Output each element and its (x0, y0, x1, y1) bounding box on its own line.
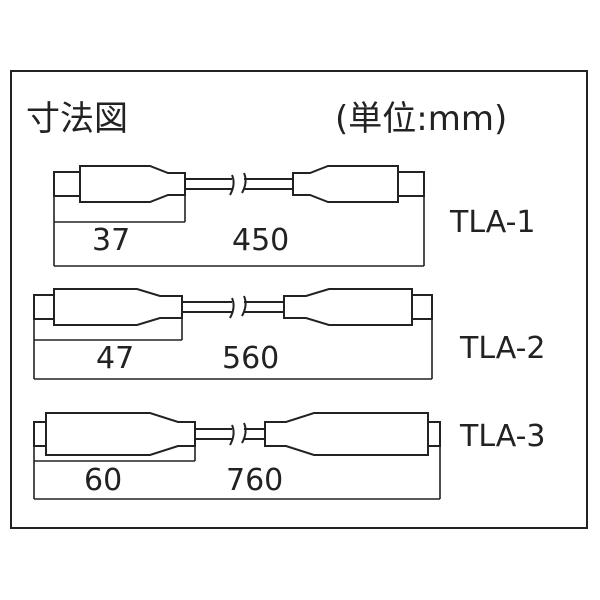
left-end-cap (33, 421, 47, 447)
break-mark (229, 295, 247, 319)
break-mark (229, 172, 247, 196)
cable-tla-1: 37 450 TLA-1 (53, 165, 536, 267)
connector-length-label: 60 (84, 463, 122, 498)
cable-tla-3: 60 760 TLA-3 (33, 412, 546, 500)
model-label: TLA-3 (459, 419, 546, 454)
right-end-cap (397, 171, 425, 197)
break-mark (229, 422, 247, 446)
connector-length-label: 37 (92, 223, 130, 258)
left-connector (53, 288, 183, 326)
drawing-frame (10, 70, 588, 529)
right-connector (283, 288, 413, 326)
model-label: TLA-2 (459, 331, 546, 366)
cable-tla-2: 47 560 TLA-2 (33, 288, 546, 380)
total-length-label: 760 (226, 463, 283, 498)
left-connector (79, 165, 186, 203)
right-end-cap (411, 294, 433, 320)
right-connector (292, 165, 399, 203)
right-end-cap (427, 421, 441, 447)
left-end-cap (33, 294, 55, 320)
total-length-label: 560 (222, 341, 279, 376)
left-connector (45, 412, 196, 456)
unit-label: (単位:mm) (335, 99, 507, 139)
model-label: TLA-1 (449, 205, 536, 240)
left-end-cap (53, 171, 81, 197)
connector-length-label: 47 (96, 341, 134, 376)
drawing-title: 寸法図 (26, 99, 128, 139)
right-connector (264, 412, 429, 456)
total-length-label: 450 (232, 223, 289, 258)
